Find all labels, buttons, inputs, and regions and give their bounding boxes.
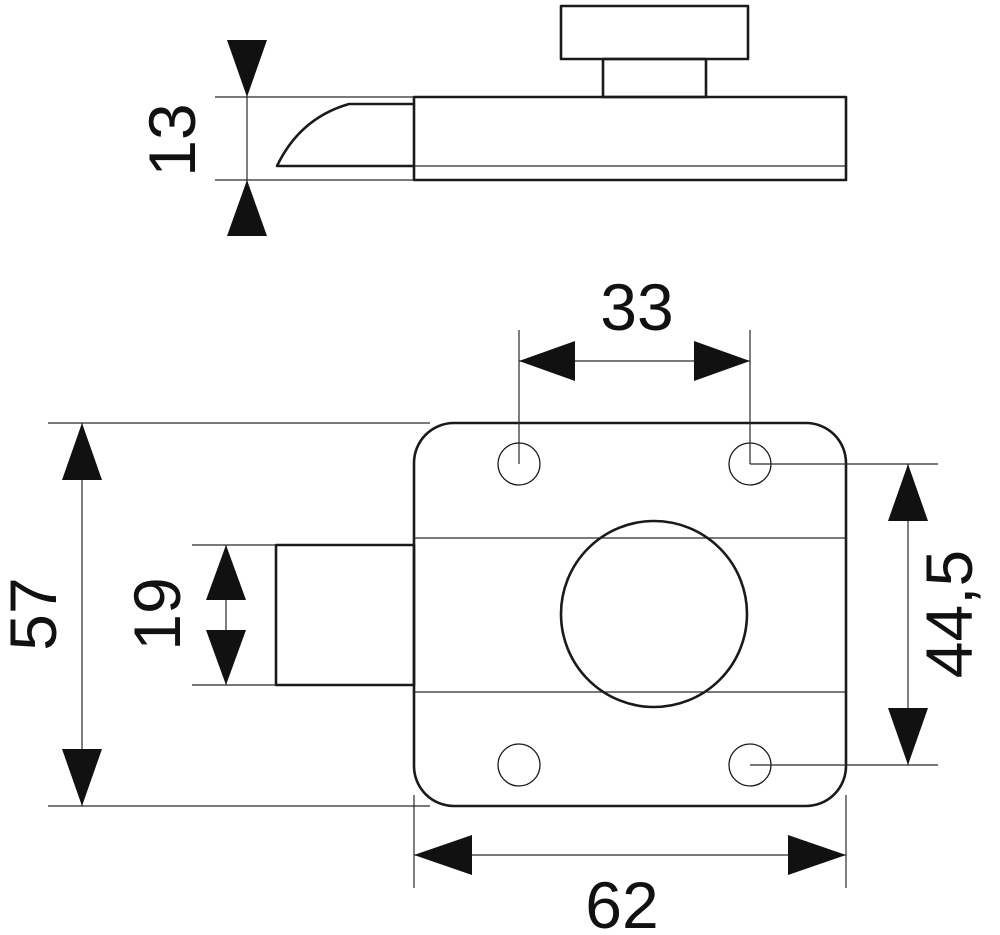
dimension-label-62: 62 [585, 868, 658, 935]
arrow-33-left [519, 341, 575, 381]
dimension-label-19: 19 [120, 577, 194, 650]
arrow-57-top [62, 423, 102, 480]
arrow-19-top [206, 545, 246, 600]
arrow-44-5-top [888, 464, 928, 521]
arrow-19-bottom [206, 630, 246, 685]
arrow-62-right [788, 835, 846, 875]
arrow-13-top [227, 40, 267, 97]
mounting-hole-bottom-left [497, 743, 541, 787]
side-view-knob-cap [559, 4, 750, 61]
dimension-label-44-5: 44,5 [912, 550, 986, 678]
front-view-knob [559, 519, 749, 709]
dimension-label-13: 13 [135, 103, 209, 176]
dimension-label-33: 33 [600, 270, 673, 344]
arrow-13-bottom [227, 180, 267, 236]
front-view-bolt [274, 543, 416, 687]
front-view: 33 57 19 44,5 62 [0, 270, 986, 935]
side-view-knob-stem [601, 57, 708, 99]
side-view: 13 [135, 4, 848, 236]
dimension-label-57: 57 [0, 577, 70, 650]
arrow-62-left [414, 835, 472, 875]
side-view-bolt [275, 102, 414, 168]
front-view-plate [412, 421, 848, 808]
arrow-57-bottom [62, 749, 102, 806]
side-view-body [412, 95, 848, 182]
arrow-44-5-bottom [888, 708, 928, 765]
arrow-33-right [694, 341, 750, 381]
